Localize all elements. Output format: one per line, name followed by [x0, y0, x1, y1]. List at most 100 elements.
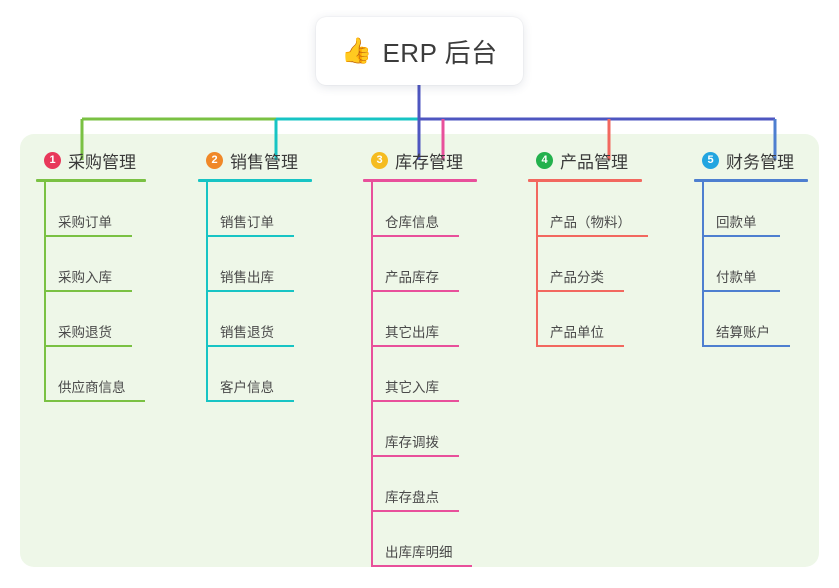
branch-item-rule — [206, 345, 294, 347]
branch-header-1[interactable]: 1 采购管理 — [36, 148, 146, 172]
branch-number-badge: 3 — [371, 151, 388, 169]
branch-item-rule — [371, 455, 459, 457]
branch-label: 采购管理 — [68, 152, 136, 172]
branch-header-rule — [363, 179, 477, 182]
branch-spine — [702, 182, 704, 347]
branches-panel — [20, 134, 819, 567]
branch-item[interactable]: 其它入库 — [371, 347, 477, 402]
branch-item-label: 采购退货 — [58, 325, 112, 340]
branch-item-label: 产品库存 — [385, 270, 439, 285]
root-node[interactable]: 👍 ERP 后台 — [316, 17, 523, 85]
branch-item-label: 出库库明细 — [385, 545, 453, 560]
branch-item-label: 产品单位 — [550, 325, 604, 340]
branch-item[interactable]: 销售退货 — [206, 292, 312, 347]
branch-item-label: 销售订单 — [220, 215, 274, 230]
branch-item-label: 客户信息 — [220, 380, 274, 395]
branch-item[interactable]: 采购入库 — [44, 237, 146, 292]
branch-item[interactable]: 产品分类 — [536, 237, 642, 292]
branch-item-label: 供应商信息 — [58, 380, 126, 395]
branch-item-label: 销售退货 — [220, 325, 274, 340]
branch-item[interactable]: 其它出库 — [371, 292, 477, 347]
branch-item-label: 采购入库 — [58, 270, 112, 285]
branch-header-rule — [528, 179, 642, 182]
branch-item[interactable]: 仓库信息 — [371, 182, 477, 237]
branch-item-rule — [44, 235, 132, 237]
branch-item[interactable]: 产品（物料） — [536, 182, 648, 237]
branch-item[interactable]: 回款单 — [702, 182, 808, 237]
branch-item-label: 仓库信息 — [385, 215, 439, 230]
branch-item-rule — [702, 345, 790, 347]
branch-label: 销售管理 — [230, 152, 298, 172]
branch-item-rule — [702, 235, 780, 237]
branch-column-1: 1 采购管理采购订单采购入库采购退货供应商信息 — [36, 148, 146, 402]
branch-number-badge: 2 — [206, 151, 223, 169]
branch-column-4: 4 产品管理产品（物料） 产品分类产品单位 — [528, 148, 648, 347]
branch-item-rule — [371, 400, 459, 402]
branch-spine — [44, 182, 46, 402]
branch-item-rule — [371, 510, 459, 512]
branch-item[interactable]: 结算账户 — [702, 292, 808, 347]
branch-item-rule — [536, 235, 648, 237]
branch-column-2: 2 销售管理销售订单销售出库销售退货客户信息 — [198, 148, 312, 402]
branch-item[interactable]: 库存调拨 — [371, 402, 477, 457]
branch-item-list: 仓库信息产品库存其它出库其它入库库存调拨库存盘点出库库明细 — [371, 182, 477, 567]
branch-item[interactable]: 库存盘点 — [371, 457, 477, 512]
branch-item-rule — [371, 345, 459, 347]
branch-item-label: 库存调拨 — [385, 435, 439, 450]
branch-item-label: 回款单 — [716, 215, 757, 230]
branch-item-label: 其它入库 — [385, 380, 439, 395]
branch-item-label: 采购订单 — [58, 215, 112, 230]
branch-item-rule — [702, 290, 780, 292]
branch-item-rule — [44, 400, 145, 402]
branch-spine — [371, 182, 373, 567]
branch-item[interactable]: 销售出库 — [206, 237, 312, 292]
branch-item-label: 库存盘点 — [385, 490, 439, 505]
branch-header-4[interactable]: 4 产品管理 — [528, 148, 642, 172]
branch-item-rule — [206, 235, 294, 237]
branch-item[interactable]: 产品库存 — [371, 237, 477, 292]
branch-item-label: 其它出库 — [385, 325, 439, 340]
branch-item-rule — [536, 290, 624, 292]
branch-item[interactable]: 产品单位 — [536, 292, 642, 347]
branch-header-rule — [36, 179, 146, 182]
branch-item-rule — [536, 345, 624, 347]
branch-item-rule — [371, 235, 459, 237]
branch-item-list: 采购订单采购入库采购退货供应商信息 — [44, 182, 146, 402]
branch-item[interactable]: 供应商信息 — [44, 347, 146, 402]
branch-number-badge: 5 — [702, 151, 719, 169]
branch-item-list: 产品（物料） 产品分类产品单位 — [536, 182, 648, 347]
branch-item-label: 产品分类 — [550, 270, 604, 285]
branch-spine — [206, 182, 208, 402]
branch-item[interactable]: 付款单 — [702, 237, 808, 292]
branch-item[interactable]: 销售订单 — [206, 182, 312, 237]
branch-item-label: 销售出库 — [220, 270, 274, 285]
branch-number-badge: 1 — [44, 151, 61, 169]
branch-item-list: 销售订单销售出库销售退货客户信息 — [206, 182, 312, 402]
branch-item-label: 产品（物料） — [550, 215, 631, 230]
branch-label: 财务管理 — [726, 152, 794, 172]
branch-header-2[interactable]: 2 销售管理 — [198, 148, 312, 172]
branch-label: 产品管理 — [560, 152, 628, 172]
branch-item[interactable]: 采购订单 — [44, 182, 146, 237]
branch-number-badge: 4 — [536, 151, 553, 169]
branch-item[interactable]: 客户信息 — [206, 347, 312, 402]
branch-item-rule — [371, 290, 459, 292]
branch-item[interactable]: 采购退货 — [44, 292, 146, 347]
branch-spine — [536, 182, 538, 347]
branch-item-label: 付款单 — [716, 270, 757, 285]
branch-item-rule — [44, 290, 132, 292]
branch-column-3: 3 库存管理仓库信息产品库存其它出库其它入库库存调拨库存盘点出库库明细 — [363, 148, 477, 567]
root-title: ERP 后台 — [382, 37, 498, 68]
branch-item-label: 结算账户 — [716, 325, 770, 340]
branch-item-rule — [206, 400, 294, 402]
branch-item-rule — [44, 345, 132, 347]
branch-item[interactable]: 出库库明细 — [371, 512, 477, 567]
branch-header-3[interactable]: 3 库存管理 — [363, 148, 477, 172]
branch-header-5[interactable]: 5 财务管理 — [694, 148, 808, 172]
branch-item-rule — [371, 565, 472, 567]
branch-item-list: 回款单付款单结算账户 — [702, 182, 808, 347]
branch-item-rule — [206, 290, 294, 292]
branch-label: 库存管理 — [395, 152, 463, 172]
thumbs-up-icon: 👍 — [341, 36, 373, 65]
